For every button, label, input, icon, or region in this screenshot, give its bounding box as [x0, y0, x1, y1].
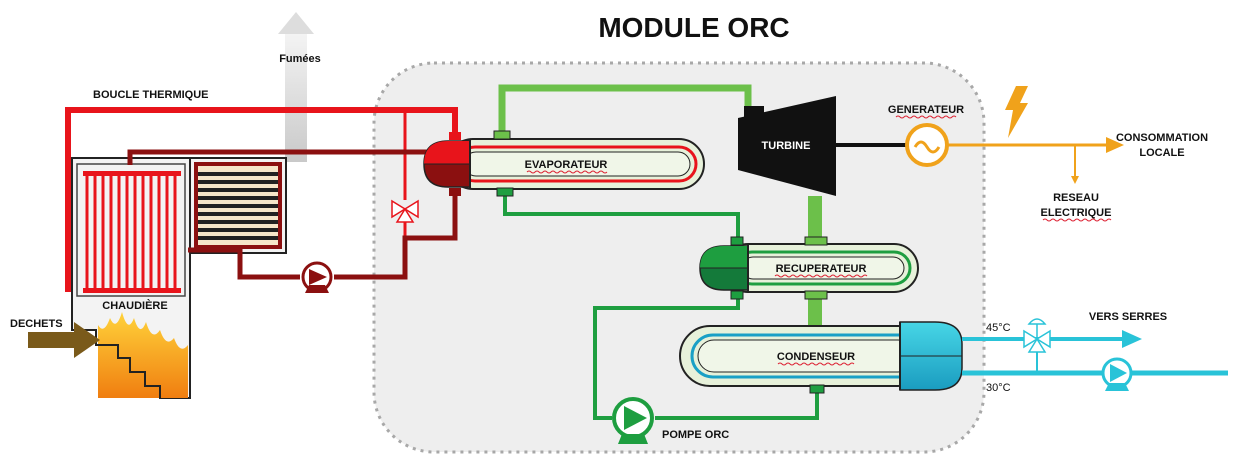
recuperateur [699, 236, 919, 300]
consommation-label-line2: LOCALE [1139, 147, 1184, 159]
cooling-circuit [962, 330, 1228, 376]
turbine-label: TURBINE [762, 140, 811, 152]
chaudiere-label: CHAUDIÈRE [102, 299, 167, 312]
boucle-thermique-label: BOUCLE THERMIQUE [93, 89, 209, 101]
diagram-title: MODULE ORC [598, 12, 789, 43]
cooling-pump [1101, 357, 1133, 391]
temp-cold-label: 30°C [986, 382, 1011, 394]
reseau-spellcheck-underline [1042, 218, 1112, 222]
thermal-three-way-valve [391, 199, 419, 223]
reseau-label-line2: ELECTRIQUE [1041, 207, 1112, 219]
generateur [905, 123, 949, 167]
vers-serres-label: VERS SERRES [1089, 311, 1167, 323]
generateur-spellcheck-underline [895, 115, 957, 119]
condenseur-label: CONDENSEUR [777, 351, 855, 363]
chaudiere [71, 157, 191, 399]
pompe-orc-label: POMPE ORC [662, 429, 729, 441]
electric-output [947, 137, 1124, 184]
cooling-three-way-valve [1023, 318, 1051, 353]
dechets-label: DECHETS [10, 318, 63, 330]
boiler-heat-exchanger [189, 157, 287, 254]
generateur-label: GENERATEUR [888, 104, 964, 116]
evaporateur-label: EVAPORATEUR [525, 159, 608, 171]
fumees-label: Fumées [279, 53, 321, 65]
evaporateur [423, 130, 705, 197]
temp-hot-label: 45°C [986, 322, 1011, 334]
consommation-label-line1: CONSOMMATION [1116, 132, 1208, 144]
condenseur [679, 321, 963, 394]
turbine [738, 96, 836, 196]
dechets-arrow [28, 322, 100, 358]
fire-flames [98, 312, 188, 398]
evaporateur-spellcheck-underline [526, 170, 608, 174]
reseau-label-line1: RESEAU [1053, 192, 1099, 204]
recuperateur-spellcheck-underline [774, 274, 868, 278]
fumees-arrow [278, 12, 314, 162]
lightning-icon [1005, 86, 1028, 138]
recuperateur-label: RECUPERATEUR [776, 263, 867, 275]
condenseur-spellcheck-underline [777, 362, 855, 366]
pompe-orc [612, 397, 654, 444]
thermal-pump [301, 261, 333, 293]
